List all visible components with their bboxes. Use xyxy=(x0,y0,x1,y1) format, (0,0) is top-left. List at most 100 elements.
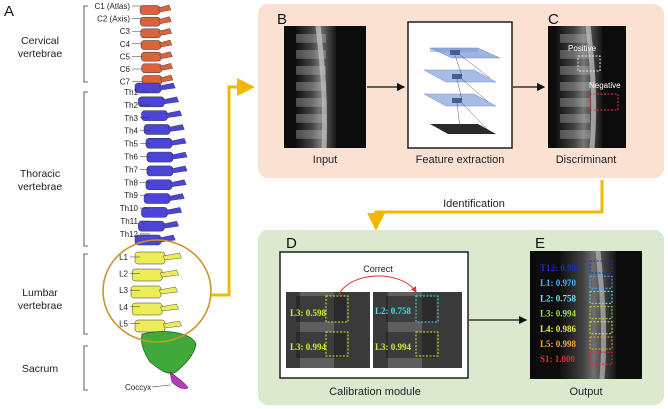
mri-vertebra xyxy=(560,66,590,75)
vertebra-process xyxy=(158,16,172,24)
discriminant-mri-image xyxy=(548,25,626,149)
group-brackets xyxy=(83,5,88,391)
vertebra-process xyxy=(157,4,172,13)
vertebra-process xyxy=(162,96,179,105)
vertebra xyxy=(134,82,162,94)
vertebra-label: L4 xyxy=(119,303,128,312)
calibration-left-pred-top: L3: 0.598 xyxy=(290,308,327,318)
vertebra-label: Th12 xyxy=(120,230,139,239)
vertebra-label: Th3 xyxy=(124,114,138,123)
vertebra-process xyxy=(169,138,187,146)
mri-vertebra xyxy=(296,34,326,43)
group-label-cervical-1: Cervical xyxy=(21,35,59,47)
panel-letter-c: C xyxy=(548,11,559,28)
vertebra-label: Th2 xyxy=(124,101,138,110)
output-prediction: L4: 0.986 xyxy=(540,324,577,334)
vertebra-process xyxy=(170,151,188,160)
feature-extraction-caption: Feature extraction xyxy=(416,154,505,166)
vertebra xyxy=(134,251,166,265)
vertebra-label: L1 xyxy=(119,253,128,262)
vertebra-label: Th8 xyxy=(124,178,138,187)
mri-vertebra xyxy=(296,66,326,75)
mri-vertebra xyxy=(560,82,590,91)
vertebra xyxy=(141,63,162,74)
vertebra xyxy=(145,179,173,190)
correct-label: Correct xyxy=(363,264,393,274)
vertebra-label: C5 xyxy=(120,52,131,61)
vertebra-process xyxy=(165,207,183,215)
vertebra-label: L2 xyxy=(119,270,128,279)
right-box-bottom xyxy=(415,331,439,357)
vertebra-process xyxy=(159,269,179,278)
right-box-top xyxy=(415,295,439,323)
vertebra-label: L5 xyxy=(119,319,128,328)
calibration-right-crop xyxy=(373,292,462,368)
panel-letter-e: E xyxy=(535,235,545,252)
output-prediction: L3: 0.994 xyxy=(540,309,577,319)
vertebra-label: C1 (Atlas) xyxy=(94,2,130,11)
output-detection-box xyxy=(589,321,613,335)
mri-vertebra xyxy=(296,82,326,91)
coccyx-shape xyxy=(169,371,189,389)
vertebra xyxy=(145,138,173,149)
vertebra xyxy=(140,28,161,39)
group-label-thoracic-2: vertebrae xyxy=(18,181,63,193)
identification-connector xyxy=(367,180,604,231)
vertebra-process xyxy=(159,303,179,312)
vertebra xyxy=(143,124,171,135)
discriminant-caption: Discriminant xyxy=(556,154,617,166)
panel-letter-b: B xyxy=(277,11,287,28)
mri-vertebra xyxy=(296,130,326,139)
input-caption: Input xyxy=(313,154,337,166)
output-prediction: T12: 0.995 xyxy=(540,263,581,273)
coccyx-label: Coccyx xyxy=(125,383,151,392)
left-box-bottom xyxy=(325,331,349,357)
vertebra-process xyxy=(162,252,182,261)
negative-label: Negative xyxy=(589,81,621,90)
vertebra-process xyxy=(158,286,178,295)
identification-label: Identification xyxy=(443,198,505,210)
vertebra xyxy=(138,220,165,232)
calibration-left-crop xyxy=(286,292,370,368)
vertebra xyxy=(131,302,163,316)
output-detection-box xyxy=(589,336,613,350)
vertebra-label: Th6 xyxy=(124,153,138,162)
group-label-cervical-2: vertebrae xyxy=(18,48,63,60)
connector-arrow-a-to-b xyxy=(211,78,255,297)
vertebra xyxy=(141,207,168,218)
cervical-vertebrae-shape xyxy=(139,4,174,85)
vertebra-process xyxy=(159,51,173,59)
panel-letter-a: A xyxy=(4,3,14,20)
group-label-sacrum: Sacrum xyxy=(22,363,58,375)
mri-vertebra xyxy=(560,98,590,107)
vertebra-process xyxy=(169,179,187,187)
lumbar-highlight-circle xyxy=(102,239,212,343)
mri-vertebra xyxy=(296,98,326,107)
mri-vertebra xyxy=(560,34,590,43)
vertebra-label: C3 xyxy=(120,27,131,36)
vertebra xyxy=(146,151,174,163)
vertebra-process xyxy=(170,165,188,174)
vertebra-process xyxy=(158,82,176,91)
output-detection-box xyxy=(589,306,613,320)
mri-vertebra xyxy=(296,50,326,59)
network-layers xyxy=(423,47,501,134)
mri-vertebra xyxy=(560,130,590,139)
output-mri-image xyxy=(530,250,642,380)
vertebra-process xyxy=(165,110,183,118)
vertebra-process xyxy=(158,39,173,48)
group-label-lumbar-1: Lumbar xyxy=(22,287,58,299)
output-detection-box xyxy=(589,290,613,304)
mri-vertebra xyxy=(560,50,590,59)
input-mri-image xyxy=(284,25,366,149)
output-detection-box xyxy=(589,351,613,365)
vertebra-process xyxy=(167,124,185,132)
output-detection-box xyxy=(589,260,613,274)
vertebra-label: C2 (Axis) xyxy=(97,15,130,24)
lumbar-vertebrae-shape xyxy=(130,251,182,333)
mri-vertebra xyxy=(560,114,590,123)
vertebra-label: Th11 xyxy=(120,217,138,226)
vertebra xyxy=(130,285,162,299)
calibration-left-pred-bottom: L3: 0.994 xyxy=(290,342,327,352)
